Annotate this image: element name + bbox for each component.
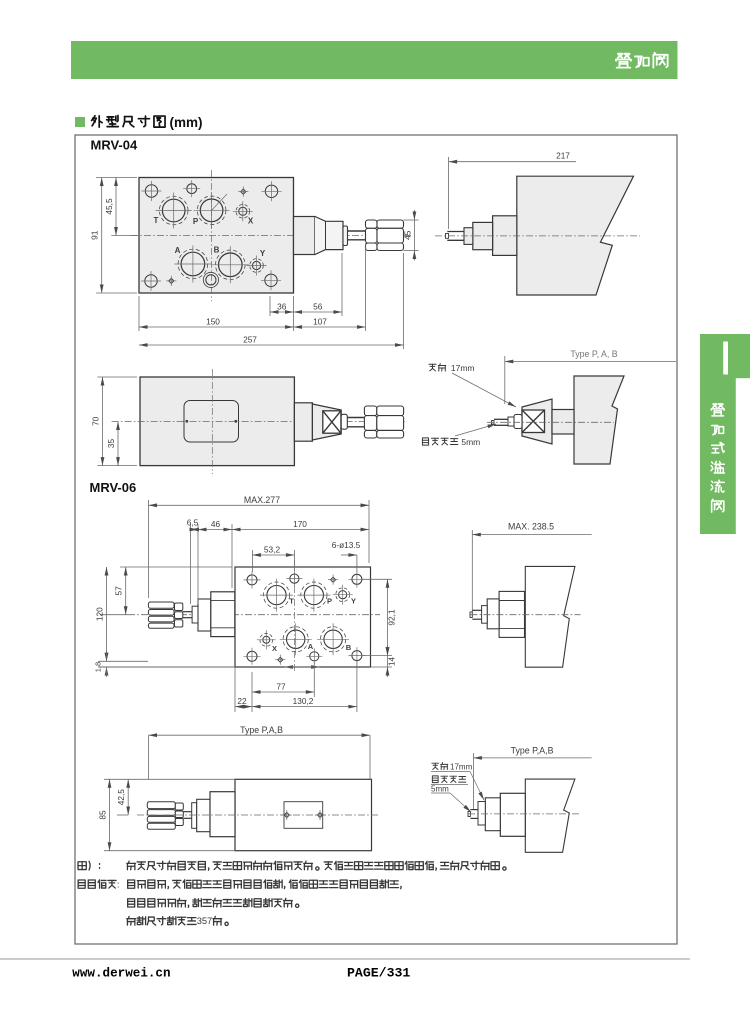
svg-text:170: 170 [293, 519, 307, 529]
svg-text:MAX. 238.5: MAX. 238.5 [508, 522, 554, 532]
svg-text:1,8: 1,8 [94, 662, 103, 672]
svg-text:X: X [272, 644, 277, 653]
svg-text:Type P, A, B: Type P, A, B [570, 349, 617, 359]
svg-text:56: 56 [313, 302, 323, 312]
svg-text:Y: Y [260, 249, 266, 258]
svg-text:P: P [327, 597, 332, 606]
svg-text::: : [117, 879, 120, 889]
svg-text:A: A [308, 642, 314, 651]
svg-text:MRV-04: MRV-04 [91, 138, 138, 153]
svg-text:B: B [214, 246, 220, 255]
svg-text:MRV-06: MRV-06 [90, 480, 137, 495]
svg-text:77: 77 [276, 682, 286, 692]
svg-text:53,2: 53,2 [264, 545, 281, 555]
svg-text:5: 5 [202, 916, 207, 926]
svg-text:T: T [154, 216, 159, 225]
svg-text:17mm: 17mm [449, 363, 475, 373]
svg-text:91: 91 [90, 230, 100, 240]
svg-text:45,5: 45,5 [104, 198, 114, 215]
svg-text:17mm: 17mm [450, 763, 473, 772]
svg-text:P: P [193, 217, 199, 226]
svg-text:Type P,A,B: Type P,A,B [240, 725, 283, 735]
svg-text:14: 14 [388, 657, 397, 666]
svg-text:T: T [289, 597, 294, 606]
svg-text:57: 57 [114, 586, 124, 596]
svg-text:120: 120 [95, 607, 105, 621]
svg-text:(mm): (mm) [170, 115, 203, 130]
svg-text:PAGE/331: PAGE/331 [347, 966, 410, 981]
svg-text:6,5: 6,5 [187, 518, 199, 528]
svg-text:217: 217 [556, 151, 570, 161]
svg-text:107: 107 [313, 317, 327, 327]
svg-text:45: 45 [402, 230, 412, 240]
svg-text:46: 46 [211, 519, 221, 529]
svg-text:7: 7 [207, 916, 212, 926]
svg-text:42,5: 42,5 [116, 789, 126, 806]
svg-text:92,1: 92,1 [387, 609, 397, 626]
svg-text:70: 70 [91, 416, 101, 426]
svg-text:Type P,A,B: Type P,A,B [511, 746, 554, 756]
svg-text:B: B [346, 643, 352, 652]
svg-text:Y: Y [351, 597, 356, 606]
svg-text:85: 85 [98, 810, 108, 820]
svg-text:5mm: 5mm [459, 437, 480, 447]
svg-text:130,2: 130,2 [293, 696, 314, 706]
svg-text:257: 257 [243, 335, 257, 345]
svg-text:A: A [175, 246, 181, 255]
svg-text:35: 35 [106, 439, 116, 449]
svg-text:3: 3 [197, 916, 202, 926]
svg-text:MAX.277: MAX.277 [244, 495, 280, 505]
svg-text:X: X [248, 217, 254, 226]
svg-text:5mm: 5mm [431, 785, 449, 794]
svg-text:www.derwei.cn: www.derwei.cn [72, 967, 170, 981]
svg-text:6-ø13.5: 6-ø13.5 [332, 540, 361, 550]
svg-text:22: 22 [237, 696, 247, 706]
svg-text:150: 150 [206, 317, 220, 327]
svg-text:36: 36 [277, 302, 287, 312]
